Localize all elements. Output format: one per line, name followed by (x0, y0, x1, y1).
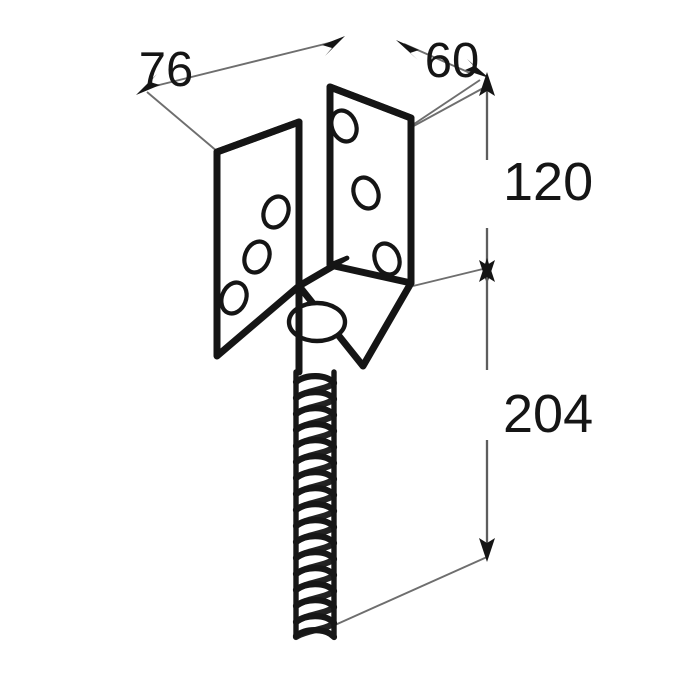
arrow-204-bottom (479, 538, 495, 562)
dimension-204-line (479, 258, 495, 562)
u-channel-fold-lines (296, 255, 350, 289)
arrow-60-right (465, 59, 489, 78)
extension-leader-top (409, 85, 488, 129)
extension-leader-bottom (334, 556, 488, 626)
base-plate-hole (286, 300, 348, 344)
dimension-labels-group: 76 60 120 204 (139, 34, 593, 444)
left-upright-plate (213, 118, 303, 360)
dimension-120-line (479, 72, 495, 284)
extension-leader-mid (412, 267, 488, 287)
arrow-120-top (479, 72, 495, 96)
dimension-label-120: 120 (503, 152, 593, 212)
dimension-60-leader (396, 40, 489, 129)
arrow-204-top (479, 258, 495, 282)
dimension-label-60: 60 (425, 34, 480, 88)
arrow-60-left (396, 40, 419, 60)
dimension-label-204: 204 (503, 384, 593, 444)
dimension-label-76: 76 (139, 43, 194, 97)
right-plate-hole-2 (351, 175, 381, 211)
dimension-lines-group (136, 36, 495, 626)
right-plate-hole-3 (372, 241, 402, 277)
left-plate-hole-3 (219, 280, 249, 316)
left-plate-hole-1 (261, 194, 291, 230)
threaded-rod (292, 369, 338, 641)
rod-thread-coils (292, 373, 338, 641)
right-upright-plate (326, 83, 415, 287)
arrow-76-right (322, 36, 345, 56)
dimension-76-leader (136, 36, 345, 153)
left-plate-hole-2 (242, 239, 272, 275)
arrow-76-left (136, 74, 160, 95)
right-plate-hole-1 (329, 108, 359, 144)
